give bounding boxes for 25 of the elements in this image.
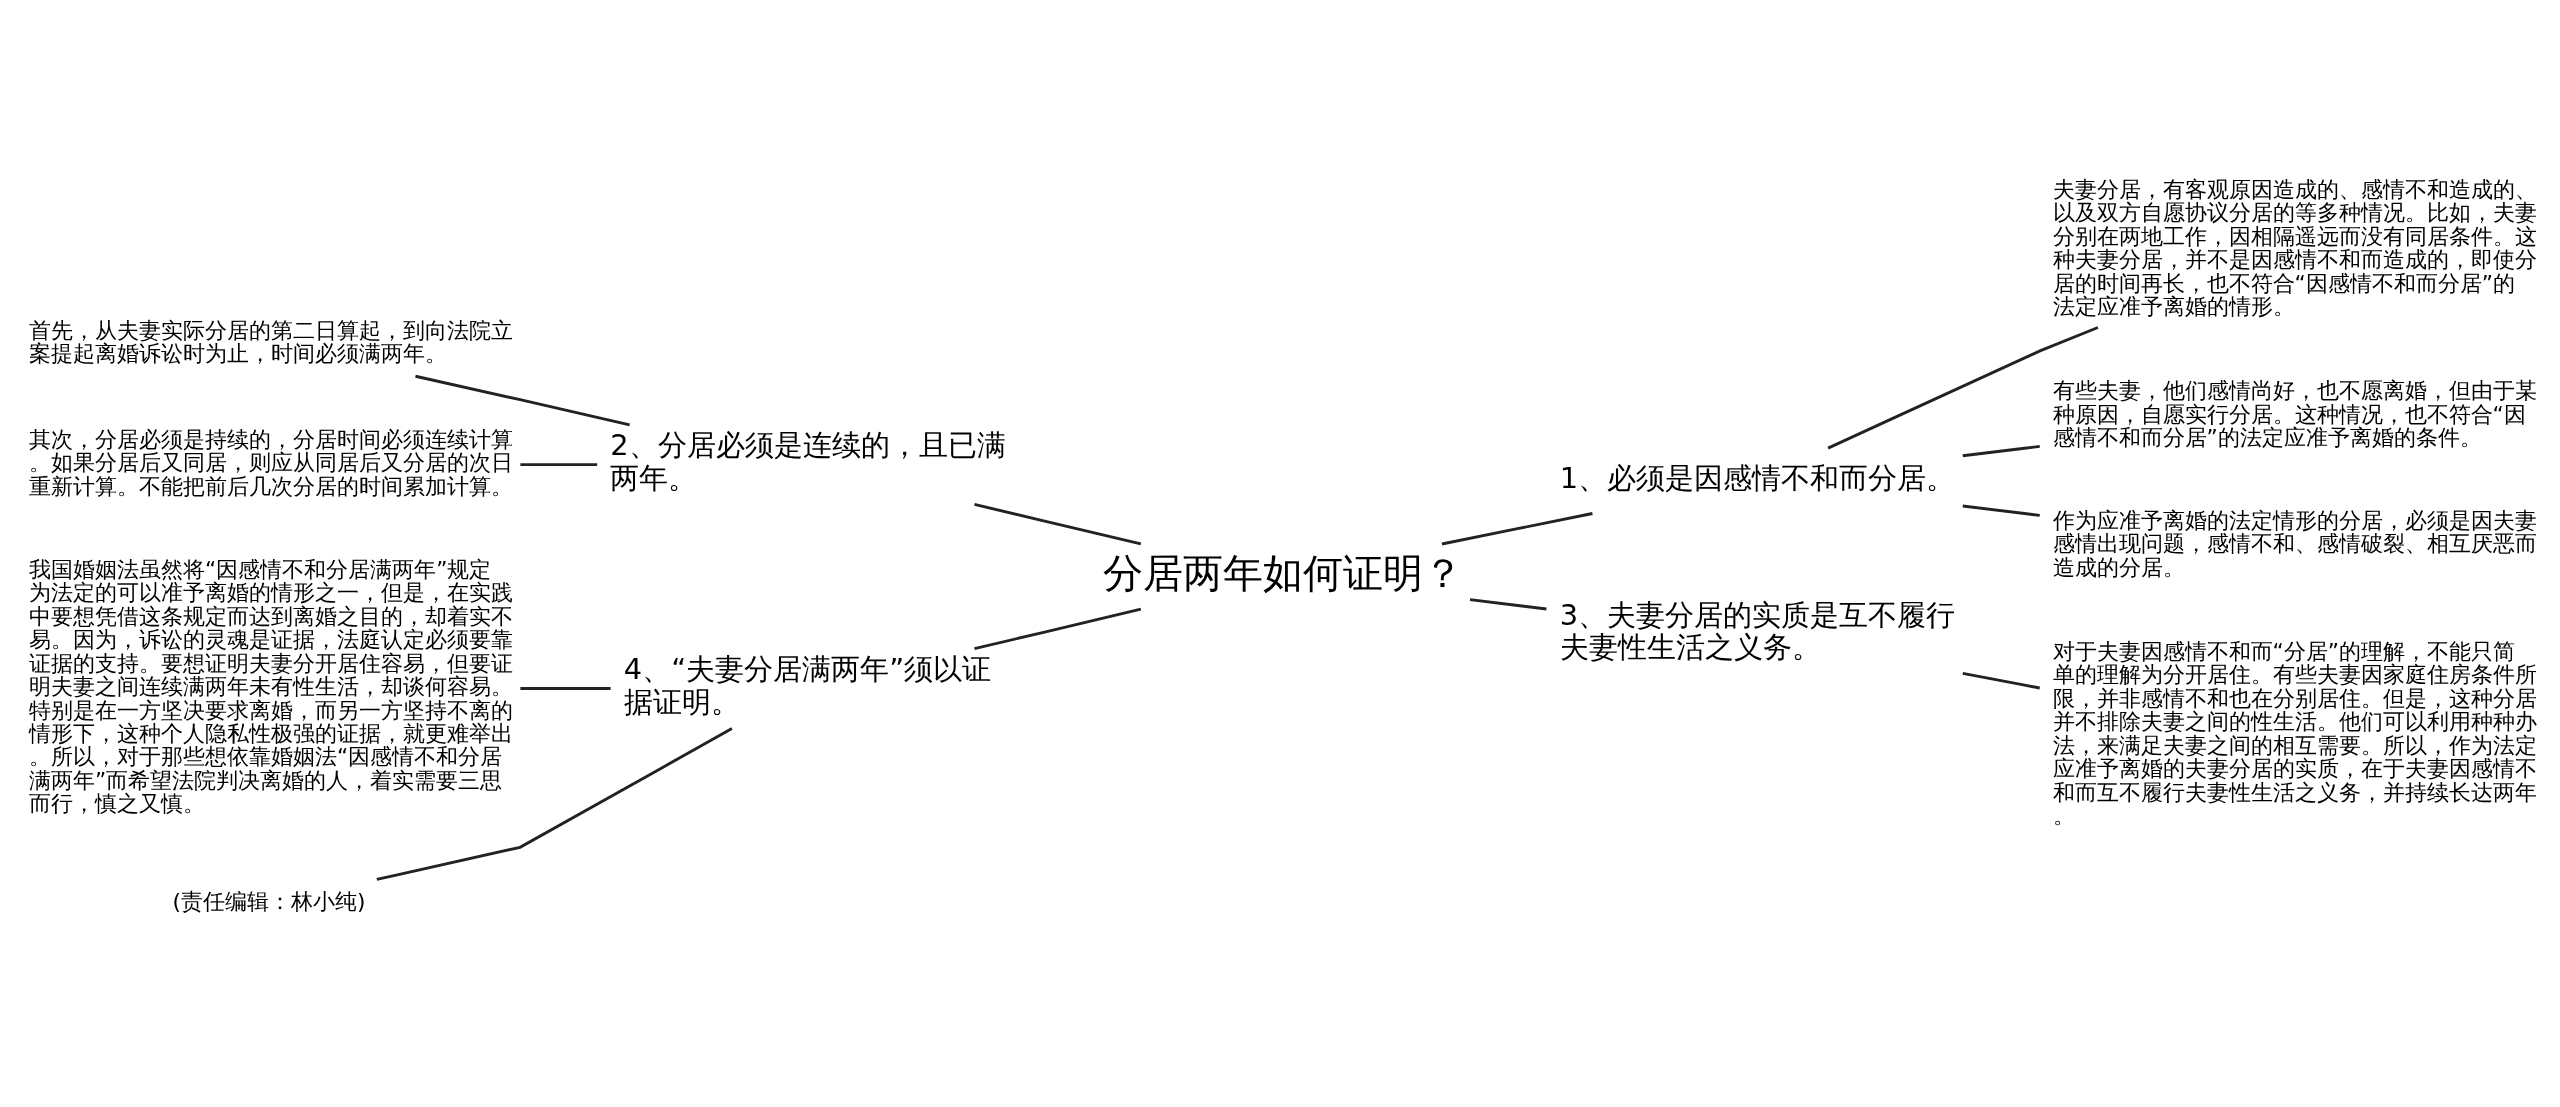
connector	[1441, 511, 1593, 545]
connector	[974, 607, 1142, 650]
node-text: 1、必须是因感情不和而分居。	[1559, 460, 1956, 495]
node-text: 首先，从夫妻实际分居的第二日算起，到向法院立案提起离婚诉讼时为止，时间必须满两年。	[29, 317, 514, 366]
connector	[376, 726, 733, 881]
connector	[1827, 325, 2099, 449]
node-text: 4、“夫妻分居满两年”须以证据证明。	[623, 651, 992, 719]
connector	[1962, 504, 2040, 517]
node-text: 我国婚姻法虽然将“因感情不和分居满两年”规定为法定的可以准予离婚的情形之一，但是，在实践中要想凭借这条规定而达到离婚之目的，却着实不易。因为，诉讼的灵魂是证据，法庭认定必须要靠证据的支持。要想证明夫妻分开居住容易，但要证明夫妻之间连续满两年未有性生活，却谈何容易。特别是在一方坚决要求离婚，而另一方坚持不离的情形下，这种个人隐私性极强的证据，就更难举出。所以，对于那些想依靠婚姻法“因感情不和分居满两年”而希望法院判决离婚的人，着实需要三思而行，慎之又慎。	[29, 556, 514, 816]
connector	[520, 462, 598, 466]
node-text: 对于夫妻因感情不和而“分居”的理解，不能只简单的理解为分开居住。有些夫妻因家庭住房条件所限，并非感情不和也在分别居住。但是，这种分居并不排除夫妻之间的性生活。他们可以利用种种办法，来满足夫妻之间的相互需要。所以，作为法定应准予离婚的夫妻分居的实质，在于夫妻因感情不和而互不履行夫妻性生活之义务，并持续长达两年。	[2052, 638, 2537, 828]
node-text: 作为应准予离婚的法定情形的分居，必须是因夫妻感情出现问题，感情不和、感情破裂、相互厌恶而造成的分居。	[2052, 507, 2537, 580]
connector	[974, 502, 1142, 545]
connector	[415, 374, 630, 426]
node-text: 3、夫妻分居的实质是互不履行夫妻性生活之义务。	[1559, 597, 1956, 664]
connector	[520, 686, 611, 690]
node-text: 分居两年如何证明？	[1103, 549, 1464, 596]
node-text: 有些夫妻，他们感情尚好，也不愿离婚，但由于某种原因，自愿实行分居。这种情况，也不符合“因感情不和而分居”的法定应准予离婚的条件。	[2052, 377, 2537, 450]
connector	[1469, 597, 1547, 610]
node-text: 其次，分居必须是持续的，分居时间必须连续计算。如果分居后又同居，则应从同居后又分居的次日重新计算。不能把前后几次分居的时间累加计算。	[29, 426, 514, 499]
node-text: (责任编辑：林小纯)	[172, 888, 366, 914]
connector	[1962, 671, 2040, 689]
node-text: 夫妻分居，有客观原因造成的、感情不和造成的、以及双方自愿协议分居的等多种情况。比如，夫妻分别在两地工作，因相隔遥远而没有同居条件。这种夫妻分居，并不是因感情不和而造成的，即使分居的时间再长，也不符合“因感情不和而分居”的法定应准予离婚的情形。	[2052, 176, 2537, 319]
connector	[1962, 444, 2040, 457]
node-text: 2、分居必须是连续的，且已满两年。	[610, 427, 1006, 495]
